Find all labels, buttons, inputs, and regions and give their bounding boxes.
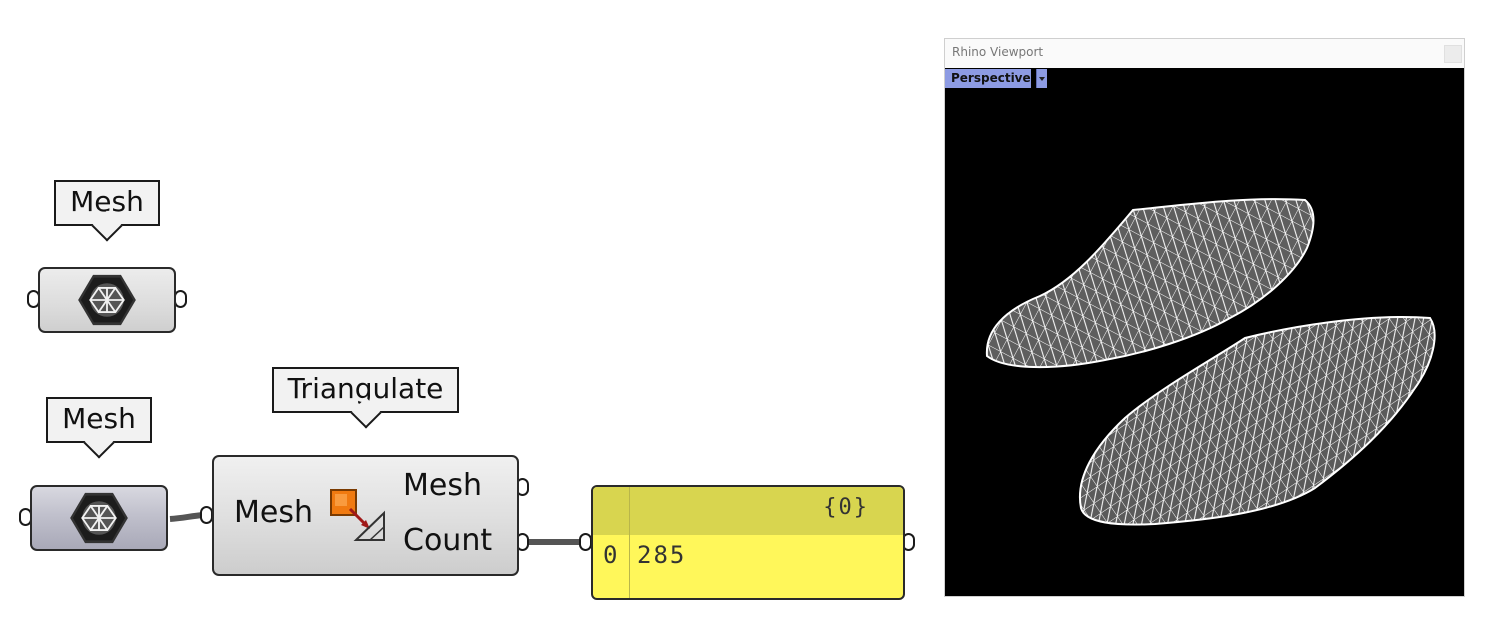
wireframe-mesh-upper bbox=[985, 198, 1315, 369]
viewport-scene[interactable] bbox=[945, 68, 1464, 596]
count-panel[interactable]: {0} 0 285 bbox=[591, 485, 905, 600]
panel-row-index: 0 bbox=[603, 541, 618, 569]
mesh-tooltip-bottom: Mesh bbox=[46, 397, 152, 459]
wireframe-mesh-lower bbox=[1078, 316, 1436, 526]
panel-index-divider bbox=[629, 487, 630, 598]
rhino-viewport-window[interactable]: Rhino Viewport Perspective bbox=[944, 38, 1465, 597]
wireframe-meshes bbox=[985, 198, 1436, 526]
mesh-param-top[interactable] bbox=[38, 267, 176, 333]
close-icon[interactable] bbox=[1444, 45, 1462, 63]
mesh-tooltip-top: Mesh bbox=[54, 180, 160, 242]
wire-mesh-to-triangulate[interactable] bbox=[169, 512, 205, 522]
triangulate-output-mesh-label: Mesh bbox=[403, 468, 482, 503]
mesh-param-icon bbox=[78, 274, 136, 326]
triangulate-component[interactable]: Mesh Mesh Count bbox=[212, 455, 519, 576]
panel-row-value: 285 bbox=[637, 541, 687, 569]
chevron-down-icon[interactable] bbox=[1036, 69, 1047, 88]
viewport-window-title: Rhino Viewport bbox=[952, 45, 1044, 59]
mesh-param-icon bbox=[70, 492, 128, 544]
mesh-param-bottom[interactable] bbox=[30, 485, 168, 551]
viewport-tab-perspective[interactable]: Perspective bbox=[945, 69, 1031, 88]
panel-header bbox=[593, 487, 903, 535]
triangulate-tooltip: Triangulate bbox=[272, 367, 459, 429]
triangulate-input-mesh-label: Mesh bbox=[234, 495, 313, 530]
panel-branch-path: {0} bbox=[823, 495, 869, 520]
triangulate-icon bbox=[330, 489, 385, 541]
triangulate-output-count-label: Count bbox=[403, 523, 493, 558]
